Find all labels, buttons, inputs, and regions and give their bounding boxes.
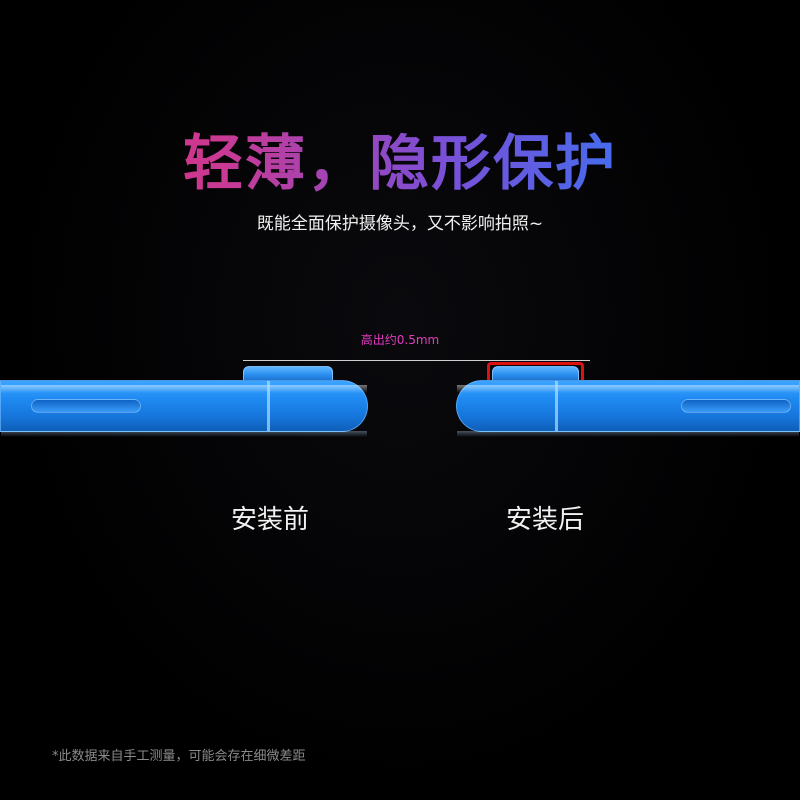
before-install-caption: 安装前 xyxy=(230,505,309,535)
volume-button xyxy=(31,399,141,413)
phone-side-after-image xyxy=(456,380,800,437)
phone-side-before-image xyxy=(0,380,368,437)
subheadline: 既能全面保护摄像头，又不影响拍照~ xyxy=(256,214,544,234)
phone-glow xyxy=(457,431,799,437)
headline: 轻薄，隐形保护 xyxy=(0,128,800,200)
phone-seam xyxy=(555,381,558,431)
phone-shine xyxy=(457,385,799,393)
camera-bump-before xyxy=(243,366,333,381)
measurement-line xyxy=(243,360,590,361)
phone-shine xyxy=(1,385,367,393)
disclaimer-note: *此数据来自手工测量，可能会存在细微差距 xyxy=(52,749,306,764)
volume-button xyxy=(681,399,791,413)
phone-seam xyxy=(267,381,270,431)
after-install-caption: 安装后 xyxy=(505,505,584,535)
lens-protector-highlight xyxy=(487,362,584,382)
phone-glow xyxy=(1,431,367,437)
measurement-label: 高出约0.5mm xyxy=(360,333,440,347)
